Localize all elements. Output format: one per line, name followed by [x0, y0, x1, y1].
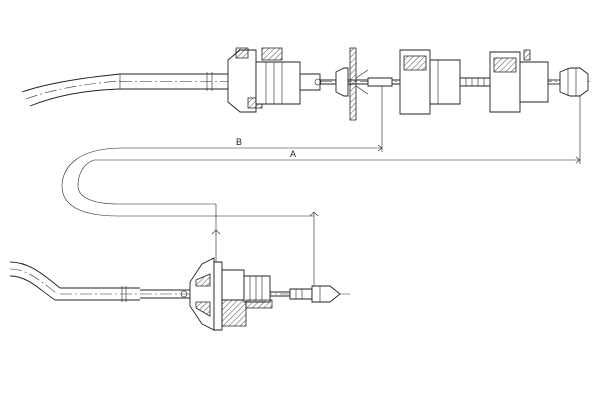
lower-grommet: [189, 257, 273, 331]
cable-loop: [61, 147, 319, 286]
lower-cable-assembly: [9, 257, 350, 331]
lower-inner-wire-end: [270, 285, 341, 303]
dimension-b-label: B: [236, 137, 242, 147]
upper-cable-assembly: [21, 47, 590, 121]
upper-inner-wire: [320, 47, 400, 121]
adjuster-block-1: [399, 49, 493, 115]
upper-end-nut: [559, 67, 589, 97]
dimension-B: B: [122, 86, 383, 152]
adjuster-block-2: [489, 49, 560, 113]
upper-grommet: [227, 47, 322, 113]
lower-outer-sheath: [9, 261, 61, 301]
dimension-A: A: [94, 96, 581, 164]
dimension-a-label: A: [290, 149, 296, 159]
upper-outer-sheath: [21, 73, 121, 107]
